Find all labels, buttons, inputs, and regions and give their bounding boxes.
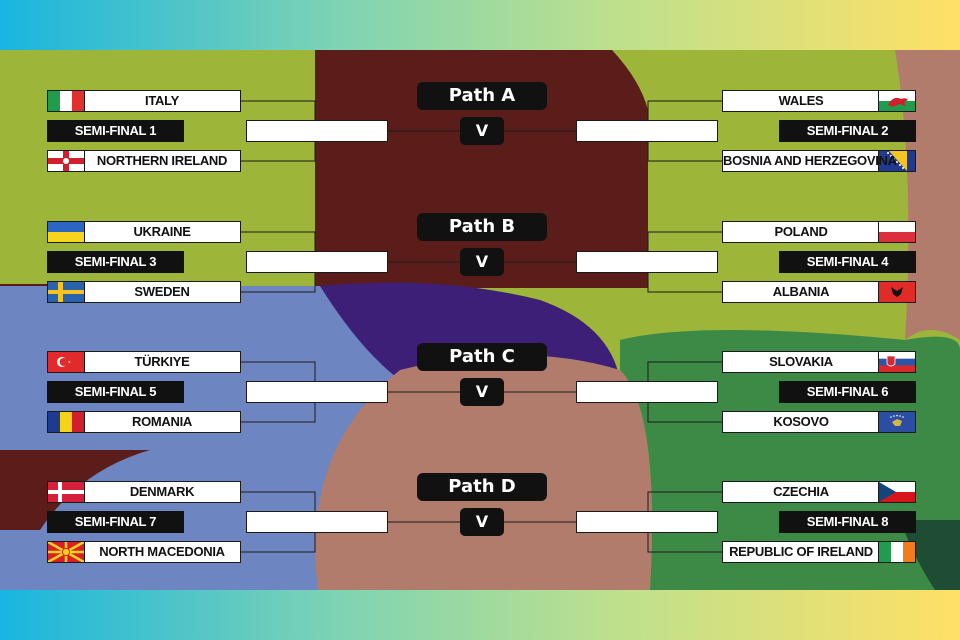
path-label: Path A xyxy=(417,82,547,110)
path-label: Path D xyxy=(417,473,547,501)
team-slovakia: SLOVAKIA xyxy=(722,351,916,373)
semi-final-winner-slot xyxy=(576,251,718,273)
semi-final-winner-slot xyxy=(246,511,388,533)
path-label: Path B xyxy=(417,213,547,241)
team-name: REPUBLIC OF IRELAND xyxy=(729,544,873,559)
team-denmark: DENMARK xyxy=(47,481,241,503)
semi-final-winner-slot xyxy=(246,381,388,403)
team-name: BOSNIA AND HERZEGOVINA xyxy=(723,153,897,168)
slovakia-flag-icon xyxy=(878,352,915,372)
team-name: SLOVAKIA xyxy=(769,354,833,369)
denmark-flag-icon xyxy=(48,482,85,502)
bosnia-flag-icon xyxy=(878,151,915,171)
semi-final-winner-slot xyxy=(576,381,718,403)
team-bosnia-and-herzegovina: BOSNIA AND HERZEGOVINA xyxy=(722,150,916,172)
team-name: WALES xyxy=(778,93,824,108)
czechia-flag-icon xyxy=(878,482,915,502)
team-north-macedonia: NORTH MACEDONIA xyxy=(47,541,241,563)
team-name: NORTH MACEDONIA xyxy=(99,544,225,559)
team-name: KOSOVO xyxy=(773,414,829,429)
kosovo-flag-icon xyxy=(878,412,915,432)
semi-final-winner-slot xyxy=(576,120,718,142)
semi-final-label: SEMI-FINAL 7 xyxy=(47,511,184,533)
romania-flag-icon xyxy=(48,412,85,432)
albania-flag-icon xyxy=(878,282,915,302)
versus-badge: V xyxy=(460,378,504,406)
semi-final-label: SEMI-FINAL 1 xyxy=(47,120,184,142)
team-name: UKRAINE xyxy=(133,224,191,239)
team-name: ITALY xyxy=(145,93,179,108)
semi-final-label: SEMI-FINAL 4 xyxy=(779,251,916,273)
team-italy: ITALY xyxy=(47,90,241,112)
team-name: CZECHIA xyxy=(773,484,829,499)
team-republic-of-ireland: REPUBLIC OF IRELAND xyxy=(722,541,916,563)
team-ukraine: UKRAINE xyxy=(47,221,241,243)
semi-final-label: SEMI-FINAL 3 xyxy=(47,251,184,273)
semi-final-label: SEMI-FINAL 5 xyxy=(47,381,184,403)
italy-flag-icon xyxy=(48,91,85,111)
semi-final-winner-slot xyxy=(246,251,388,273)
semi-final-label: SEMI-FINAL 2 xyxy=(779,120,916,142)
poland-flag-icon xyxy=(878,222,915,242)
team-name: NORTHERN IRELAND xyxy=(96,153,228,168)
semi-final-winner-slot xyxy=(246,120,388,142)
playoff-bracket: ITALY NORTHERN IRELAND SEMI-FINAL 1 WALES BO… xyxy=(0,50,960,590)
sweden-flag-icon xyxy=(48,282,85,302)
team-name: ALBANIA xyxy=(772,284,830,299)
top-gradient-bar xyxy=(0,0,960,50)
ukraine-flag-icon xyxy=(48,222,85,242)
team-wales: WALES xyxy=(722,90,916,112)
team-romania: ROMANIA xyxy=(47,411,241,433)
turkey-flag-icon xyxy=(48,352,85,372)
team-t-rkiye: TÜRKIYE xyxy=(47,351,241,373)
north-macedonia-flag-icon xyxy=(48,542,85,562)
versus-badge: V xyxy=(460,117,504,145)
versus-badge: V xyxy=(460,248,504,276)
team-czechia: CZECHIA xyxy=(722,481,916,503)
team-name: DENMARK xyxy=(129,484,195,499)
semi-final-label: SEMI-FINAL 6 xyxy=(779,381,916,403)
versus-badge: V xyxy=(460,508,504,536)
team-name: TÜRKIYE xyxy=(134,354,190,369)
team-name: POLAND xyxy=(774,224,828,239)
semi-final-label: SEMI-FINAL 8 xyxy=(779,511,916,533)
team-name: ROMANIA xyxy=(131,414,192,429)
team-albania: ALBANIA xyxy=(722,281,916,303)
bottom-gradient-bar xyxy=(0,590,960,640)
semi-final-winner-slot xyxy=(576,511,718,533)
northern-ireland-flag-icon xyxy=(48,151,85,171)
team-name: SWEDEN xyxy=(134,284,190,299)
wales-flag-icon xyxy=(878,91,915,111)
team-poland: POLAND xyxy=(722,221,916,243)
team-kosovo: KOSOVO xyxy=(722,411,916,433)
path-label: Path C xyxy=(417,343,547,371)
team-northern-ireland: NORTHERN IRELAND xyxy=(47,150,241,172)
ireland-flag-icon xyxy=(878,542,915,562)
team-sweden: SWEDEN xyxy=(47,281,241,303)
